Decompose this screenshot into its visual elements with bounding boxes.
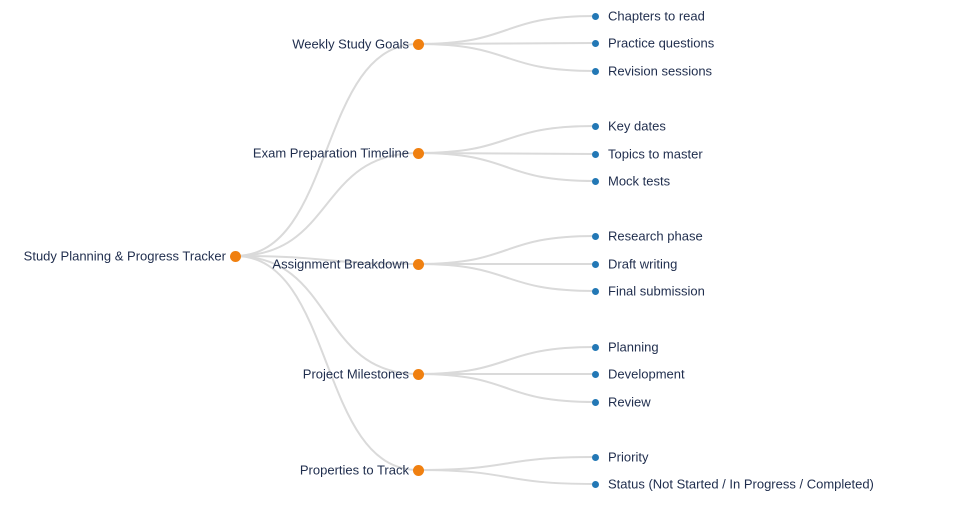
leaf-node-dot-key-dates[interactable] [591, 122, 599, 130]
edge-root-to-exam-preparation-timeline [234, 152, 419, 257]
leaf-node-dot-mock-tests[interactable] [591, 177, 599, 185]
leaf-node-label-review: Review [608, 394, 651, 410]
leaf-node-dot-priority[interactable] [591, 453, 599, 461]
leaf-node-label-priority: Priority [608, 449, 649, 465]
branch-node-dot-weekly-study-goals[interactable] [412, 38, 424, 50]
leaf-node-label-chapters-to-read: Chapters to read [608, 8, 705, 24]
leaf-node-label-final-submission: Final submission [608, 283, 705, 299]
edge-exam-preparation-timeline-to-topics-to-master [417, 152, 596, 155]
branch-node-dot-exam-preparation-timeline[interactable] [412, 147, 424, 159]
leaf-node-label-planning: Planning [608, 339, 659, 355]
edge-project-milestones-to-planning [417, 346, 596, 375]
edge-assignment-breakdown-to-final-submission [417, 263, 596, 292]
branch-node-dot-assignment-breakdown[interactable] [412, 258, 424, 270]
leaf-node-label-development: Development [608, 366, 685, 382]
leaf-node-dot-status-not-started-in-progress-completed[interactable] [591, 480, 599, 488]
branch-node-label-project-milestones: Project Milestones [302, 366, 409, 382]
edge-weekly-study-goals-to-practice-questions [417, 42, 596, 45]
leaf-node-dot-planning[interactable] [591, 343, 599, 351]
edge-weekly-study-goals-to-revision-sessions [417, 43, 596, 72]
edge-root-to-weekly-study-goals [234, 43, 419, 257]
edge-exam-preparation-timeline-to-key-dates [417, 125, 596, 154]
edge-weekly-study-goals-to-chapters-to-read [417, 15, 596, 45]
branch-node-label-exam-preparation-timeline: Exam Preparation Timeline [252, 145, 409, 161]
leaf-node-label-status-not-started-in-progress-completed: Status (Not Started / In Progress / Comp… [608, 476, 874, 492]
root-node-label: Study Planning & Progress Tracker [23, 248, 226, 264]
leaf-node-dot-chapters-to-read[interactable] [591, 12, 599, 20]
root-node-dot[interactable] [229, 250, 241, 262]
branch-node-label-weekly-study-goals: Weekly Study Goals [292, 36, 409, 52]
leaf-node-dot-research-phase[interactable] [591, 232, 599, 240]
leaf-node-dot-final-submission[interactable] [591, 287, 599, 295]
leaf-node-dot-practice-questions[interactable] [591, 39, 599, 47]
leaf-node-dot-topics-to-master[interactable] [591, 150, 599, 158]
leaf-node-label-practice-questions: Practice questions [608, 35, 715, 51]
edge-assignment-breakdown-to-research-phase [417, 235, 596, 265]
leaf-node-dot-draft-writing[interactable] [591, 260, 599, 268]
leaf-node-label-draft-writing: Draft writing [608, 256, 678, 272]
leaf-node-dot-revision-sessions[interactable] [591, 67, 599, 75]
edge-properties-to-track-to-status-not-started-in-progress-completed [417, 469, 596, 485]
branch-node-label-assignment-breakdown: Assignment Breakdown [272, 256, 409, 272]
leaf-node-label-topics-to-master: Topics to master [608, 146, 703, 162]
edge-exam-preparation-timeline-to-mock-tests [417, 152, 596, 182]
leaf-node-label-research-phase: Research phase [608, 228, 703, 244]
leaf-node-label-mock-tests: Mock tests [608, 173, 671, 189]
edge-root-to-assignment-breakdown [234, 255, 419, 265]
edge-properties-to-track-to-priority [417, 456, 596, 471]
leaf-node-dot-development[interactable] [591, 370, 599, 378]
branch-node-dot-project-milestones[interactable] [412, 368, 424, 380]
edge-root-to-properties-to-track [234, 255, 419, 471]
branch-node-dot-properties-to-track[interactable] [412, 464, 424, 476]
leaf-node-label-revision-sessions: Revision sessions [608, 63, 713, 79]
branch-node-label-properties-to-track: Properties to Track [299, 462, 409, 478]
leaf-node-dot-review[interactable] [591, 398, 599, 406]
edge-root-to-project-milestones [234, 255, 419, 375]
leaf-node-label-key-dates: Key dates [608, 118, 666, 134]
edge-project-milestones-to-review [417, 373, 596, 403]
